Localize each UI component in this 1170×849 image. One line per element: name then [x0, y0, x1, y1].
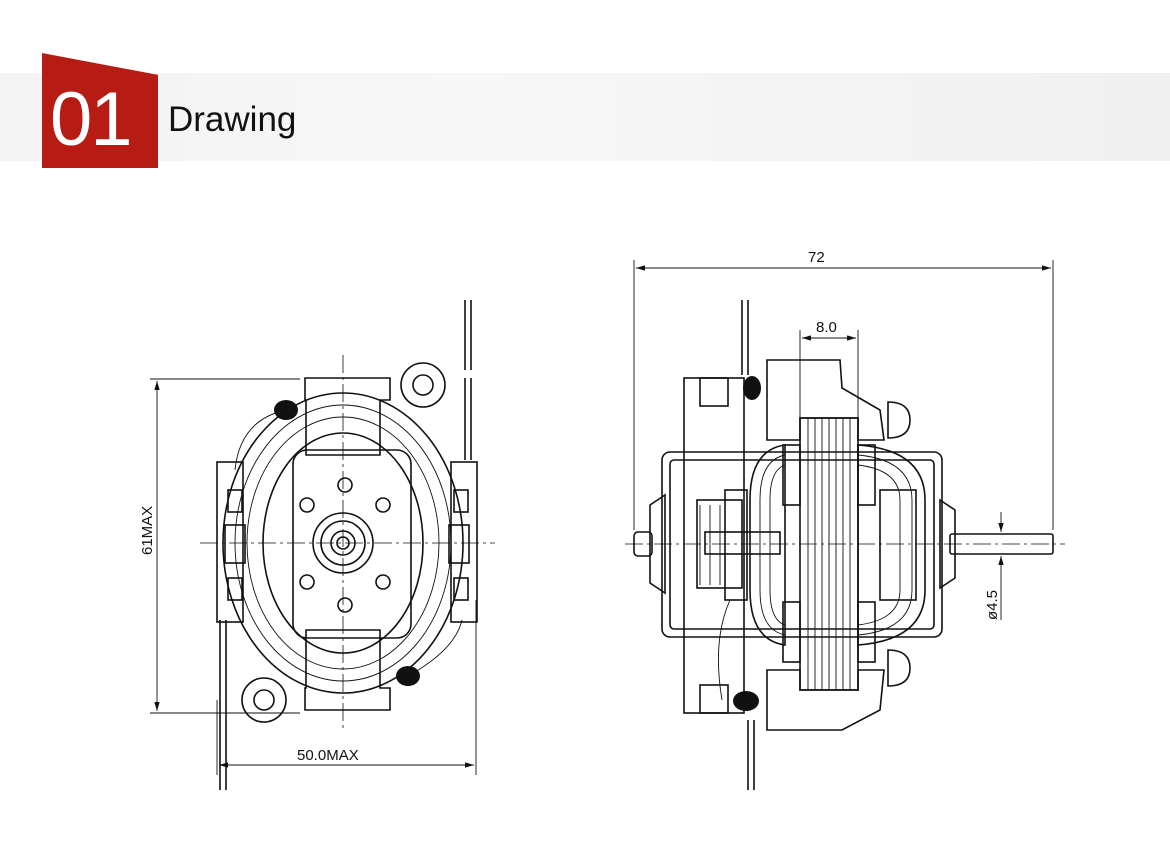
side-view: [625, 300, 1065, 790]
shaft-diameter-label: ø4.5: [984, 590, 1001, 620]
front-dimensions: [150, 378, 477, 775]
front-view: [200, 300, 495, 790]
width-dimension-label: 50.0MAX: [297, 747, 359, 764]
section-number: 01: [50, 77, 133, 162]
side-dimensions: [633, 260, 1054, 620]
header-band: [0, 73, 1170, 161]
height-dimension-label: 61MAX: [139, 506, 156, 555]
section-number-badge: [42, 53, 158, 168]
section-title: Drawing: [168, 100, 297, 139]
length-dimension-label: 72: [808, 249, 825, 266]
stack-dimension-label: 8.0: [816, 319, 837, 336]
